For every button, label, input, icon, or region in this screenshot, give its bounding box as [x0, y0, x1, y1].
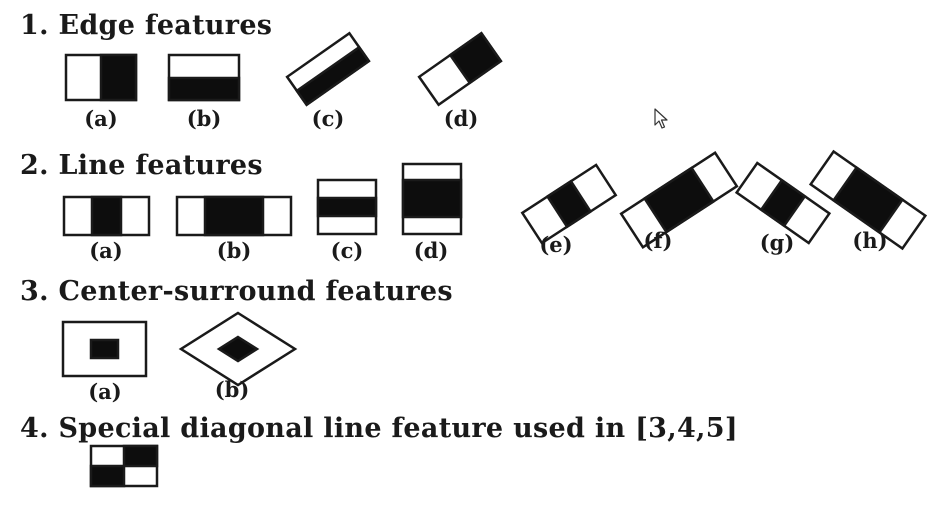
line-feature-c	[316, 178, 378, 236]
diagonal-feature	[89, 444, 159, 488]
line-feature-g	[734, 161, 832, 245]
line-label-f: (f)	[643, 228, 673, 253]
center-label-a: (a)	[88, 379, 122, 404]
section-3-title: 3. Center-surround features	[20, 276, 453, 307]
section-4-title: 4. Special diagonal line feature used in…	[20, 413, 738, 444]
line-label-d: (d)	[413, 238, 449, 263]
section-1-title: 1. Edge features	[20, 10, 273, 41]
center-label-b: (b)	[214, 377, 250, 402]
line-feature-a	[62, 195, 151, 237]
mouse-pointer-icon	[654, 108, 668, 129]
line-label-h: (h)	[852, 228, 888, 253]
line-label-c: (c)	[330, 238, 364, 263]
center-surround-a	[61, 320, 148, 378]
edge-label-c: (c)	[311, 106, 345, 131]
edge-feature-d	[417, 31, 503, 107]
center-surround-b	[178, 311, 298, 387]
edge-label-b: (b)	[186, 106, 222, 131]
line-feature-e	[520, 163, 618, 245]
edge-feature-c	[285, 31, 371, 107]
line-feature-h	[808, 149, 928, 251]
edge-feature-a	[64, 53, 138, 102]
line-feature-b	[175, 195, 293, 237]
line-label-a: (a)	[89, 238, 123, 263]
line-label-b: (b)	[216, 238, 252, 263]
line-feature-f	[619, 150, 739, 250]
line-label-e: (e)	[539, 232, 573, 257]
edge-feature-b	[167, 53, 241, 102]
line-feature-d	[401, 162, 463, 236]
edge-label-d: (d)	[443, 106, 479, 131]
line-label-g: (g)	[759, 230, 795, 255]
edge-label-a: (a)	[84, 106, 118, 131]
section-2-title: 2. Line features	[20, 150, 263, 181]
